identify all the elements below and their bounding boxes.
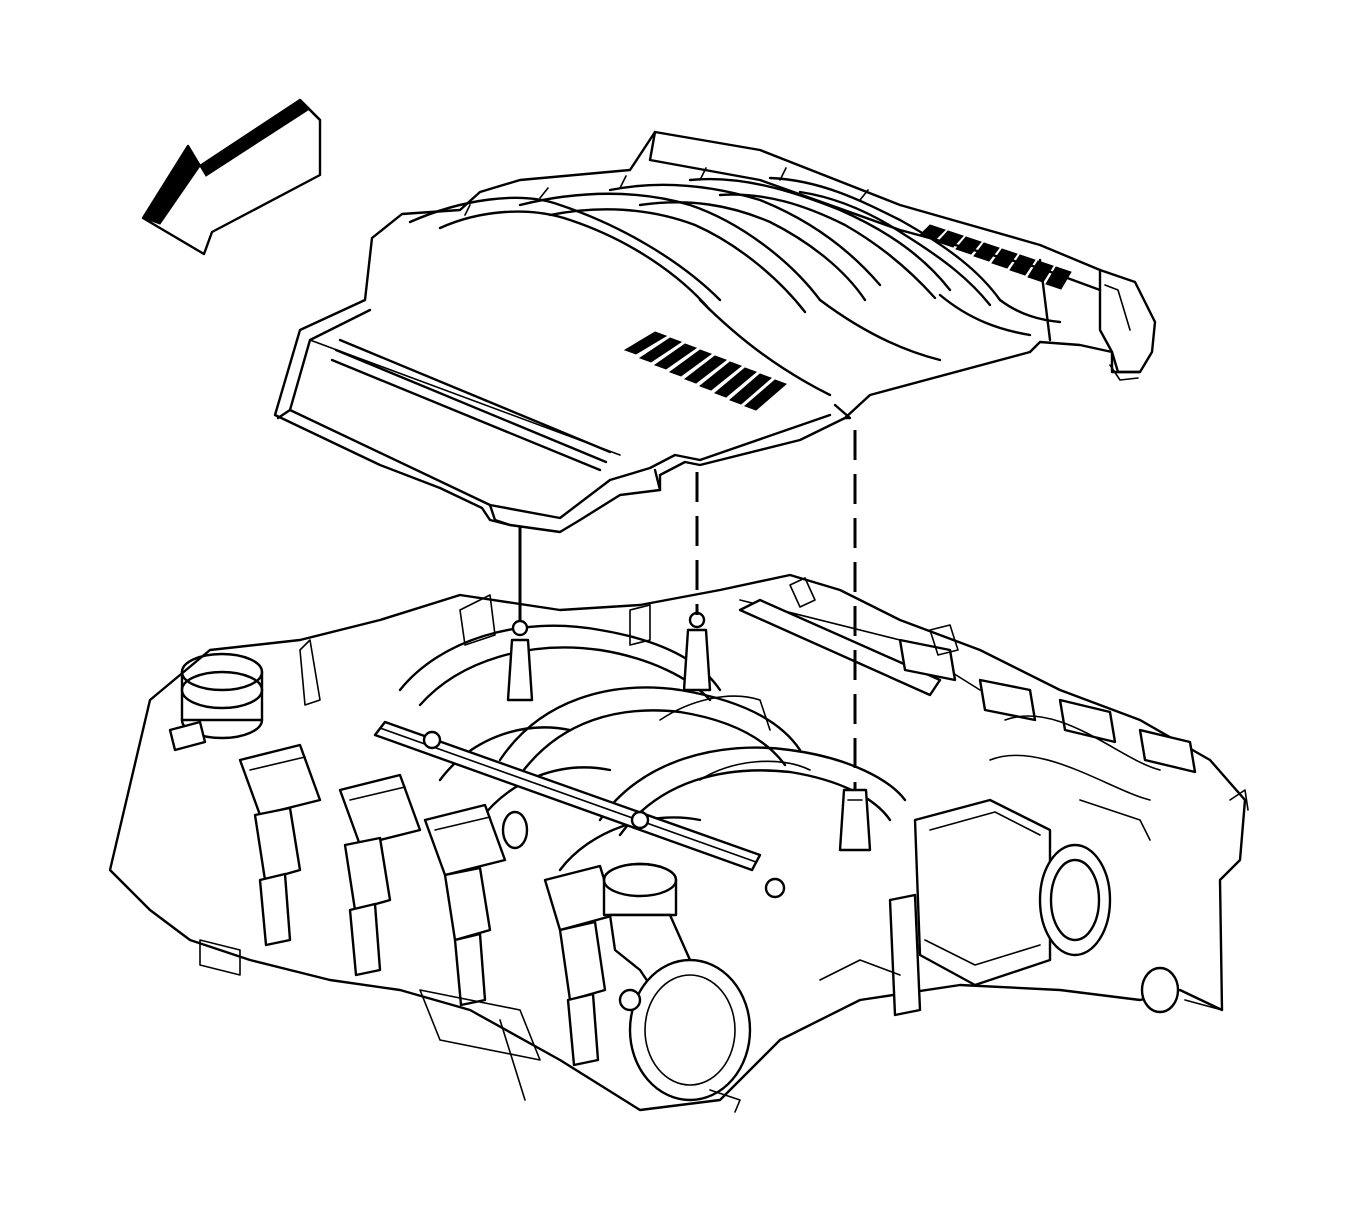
engine-details bbox=[199, 594, 1249, 1113]
intake-manifold bbox=[398, 599, 981, 872]
front-direction-arrow bbox=[141, 98, 322, 256]
engine-cover bbox=[273, 130, 1157, 534]
ignition-coil bbox=[543, 864, 617, 1067]
cover-vent-right bbox=[919, 224, 1072, 290]
engine-cover-body bbox=[273, 130, 1157, 534]
fuel-rail bbox=[373, 598, 942, 872]
cover-stripes bbox=[330, 338, 612, 472]
cover-vent-center bbox=[623, 331, 787, 411]
throttle-body bbox=[888, 798, 1112, 1017]
ignition-coil bbox=[338, 773, 422, 977]
rear-bank-coils bbox=[789, 577, 1197, 774]
oil-fill-cap bbox=[168, 652, 264, 752]
engine-assembly bbox=[108, 573, 1249, 1113]
installation-leader-lines bbox=[518, 430, 857, 790]
oil-fill-tube bbox=[602, 862, 752, 1102]
ignition-coil bbox=[238, 743, 322, 947]
cover-ribs bbox=[408, 167, 1062, 397]
ignition-coil bbox=[423, 803, 507, 1007]
ignition-coils bbox=[238, 743, 617, 1067]
